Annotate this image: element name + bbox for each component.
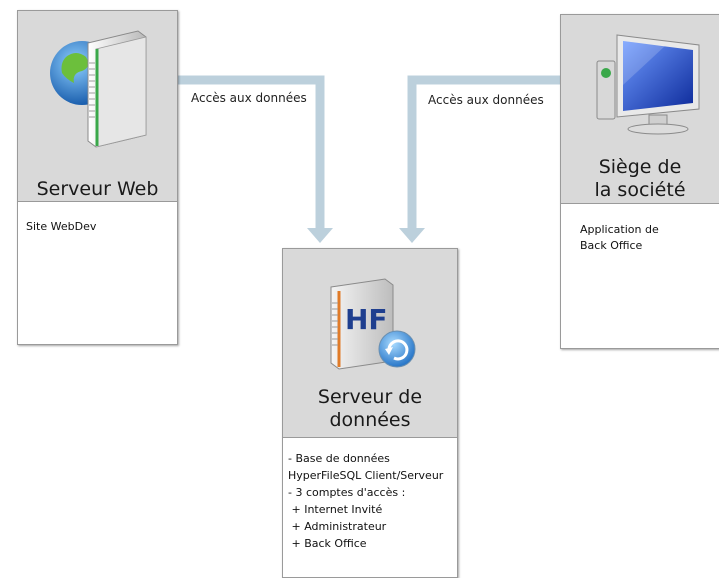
web-server-body-line: Site WebDev [26,220,97,233]
web-server-body: Site WebDev [18,202,177,344]
connector-label-hq: Accès aux données [428,93,544,107]
data-server-title: Serveur de données [317,386,423,431]
data-server-body-line: - Base de données [288,452,390,465]
headquarters-body-line: Application de [580,223,659,236]
headquarters-header: Siège de la société [561,15,719,204]
connector-web-to-db [176,75,333,243]
data-server-body-line: HyperFileSQL Client/Serveur [288,469,444,482]
web-server-node: Serveur Web Site WebDev [17,10,178,345]
headquarters-body-line: Back Office [580,239,643,252]
hyperfilesql-server-icon: HF [330,278,416,370]
data-server-header: HF Serveur de données [283,249,457,438]
hf-logo-text: HF [345,303,388,336]
headquarters-title: Siège de la société [594,156,686,201]
connector-label-web: Accès aux données [191,91,307,105]
data-server-body-line: + Back Office [288,537,367,550]
data-server-body-line: + Administrateur [288,520,387,533]
data-server-body-line: - 3 comptes d'accès : [288,486,406,499]
web-server-header: Serveur Web [18,11,177,202]
connector-hq-to-db [399,75,560,243]
headquarters-body: Application de Back Office [561,204,719,348]
web-server-globe-icon [50,30,147,148]
web-server-title: Serveur Web [36,178,159,200]
computer-monitor-icon [596,34,700,135]
headquarters-node: Siège de la société Application de Back … [560,14,719,349]
data-server-body: - Base de données HyperFileSQL Client/Se… [283,438,457,577]
data-server-node: HF Serveur de données - Base de données … [282,248,458,578]
data-server-body-line: + Internet Invité [288,503,383,516]
